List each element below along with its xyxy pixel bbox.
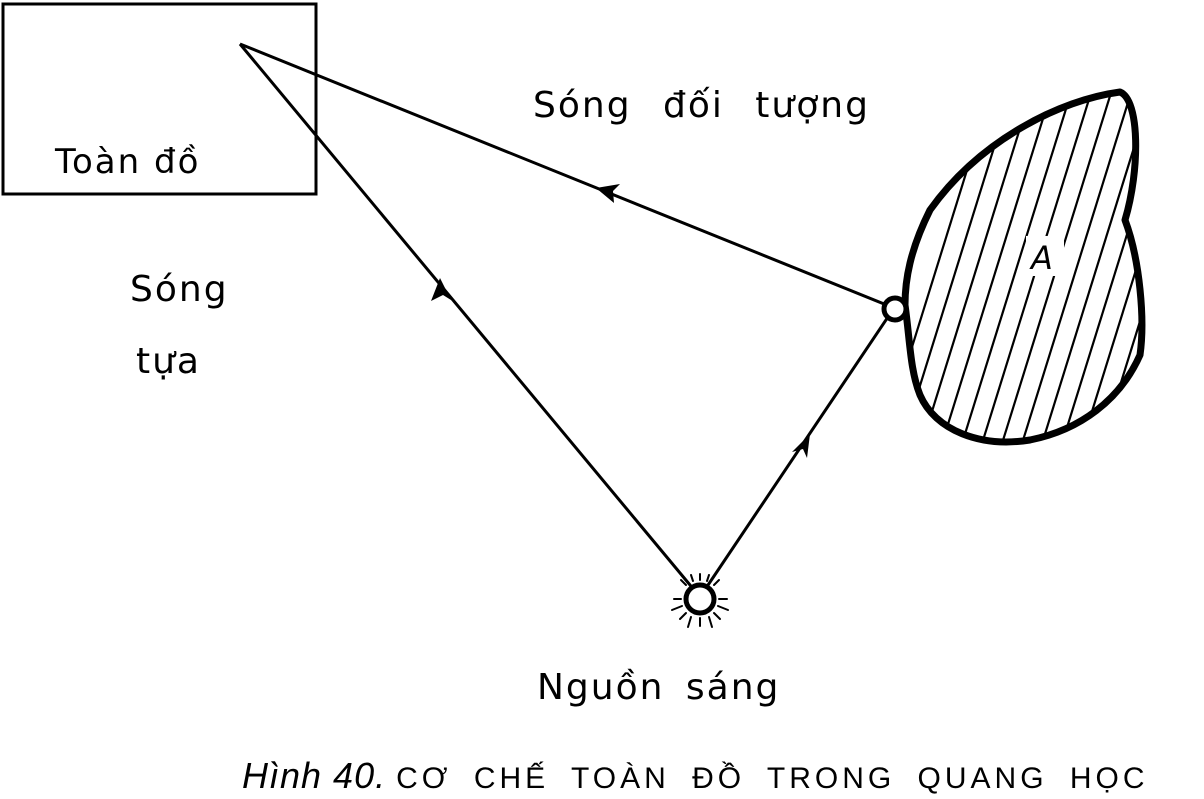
illumination-arrow <box>792 434 810 458</box>
caption-label: Hình 40. <box>242 755 387 796</box>
reference-wave-ray <box>238 43 702 598</box>
light-source-icon <box>671 573 729 628</box>
object-a <box>901 88 1146 446</box>
figure-caption: Hình 40. CƠ CHẾ TOÀN ĐỒ TRONG QUANG HỌC <box>242 758 1149 794</box>
hologram-plate <box>1 2 318 196</box>
reference-wave-label-line2: tựa <box>136 341 201 382</box>
reference-wave-arrow <box>431 278 451 301</box>
object-wave-ray <box>239 42 895 310</box>
illumination-ray <box>698 307 896 598</box>
object-letter-label: A <box>1031 239 1053 277</box>
hologram-label: Toàn đồ <box>55 142 201 182</box>
caption-text: CƠ CHẾ TOÀN ĐỒ TRONG QUANG HỌC <box>396 762 1149 795</box>
light-source-label: Nguồn sáng <box>537 667 781 708</box>
object-wave-arrow <box>596 184 620 203</box>
reference-wave-label-line1: Sóng <box>130 269 229 310</box>
object-wave-label: Sóng đối tượng <box>533 85 870 126</box>
object-point <box>881 295 909 323</box>
